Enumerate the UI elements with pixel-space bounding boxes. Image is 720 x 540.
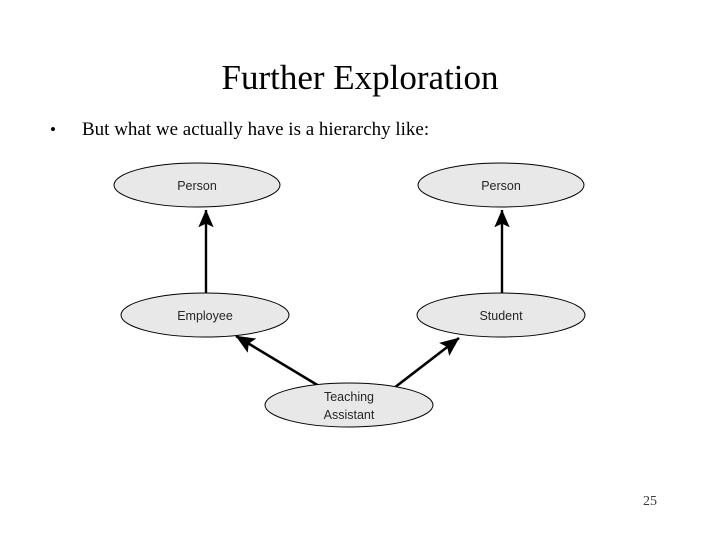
node-shape-ellipse <box>417 162 585 208</box>
node-label-student: Student <box>479 309 523 323</box>
node-student[interactable]: Student <box>416 292 586 338</box>
node-employee[interactable]: Employee <box>120 292 290 338</box>
page-number: 25 <box>643 494 657 509</box>
node-label-employee: Employee <box>177 309 233 323</box>
node-teaching-assistant[interactable]: Teaching Assistant <box>264 382 434 428</box>
page-title: Further Exploration <box>221 58 499 97</box>
bullet-point-icon: • <box>50 120 56 139</box>
node-shape-ellipse <box>264 382 434 428</box>
node-shape-ellipse <box>120 292 290 338</box>
node-label-teaching-assistant-line1: Teaching <box>324 390 374 404</box>
node-label-person-right: Person <box>481 179 521 193</box>
edge-teaching-assistant-to-employee <box>235 334 320 388</box>
bullet-list-item: • But what we actually have is a hierarc… <box>46 118 686 142</box>
diagram-edges <box>198 209 510 390</box>
node-shape-ellipse <box>113 162 281 208</box>
edge-teaching-assistant-to-student <box>393 336 460 390</box>
node-label-person-left: Person <box>177 179 217 193</box>
bullet-item-label: But what we actually have is a hierarchy… <box>82 119 430 140</box>
node-label-teaching-assistant-line2: Assistant <box>324 408 375 422</box>
node-person-left[interactable]: Person <box>113 162 281 208</box>
node-shape-ellipse <box>416 292 586 338</box>
node-person-right[interactable]: Person <box>417 162 585 208</box>
